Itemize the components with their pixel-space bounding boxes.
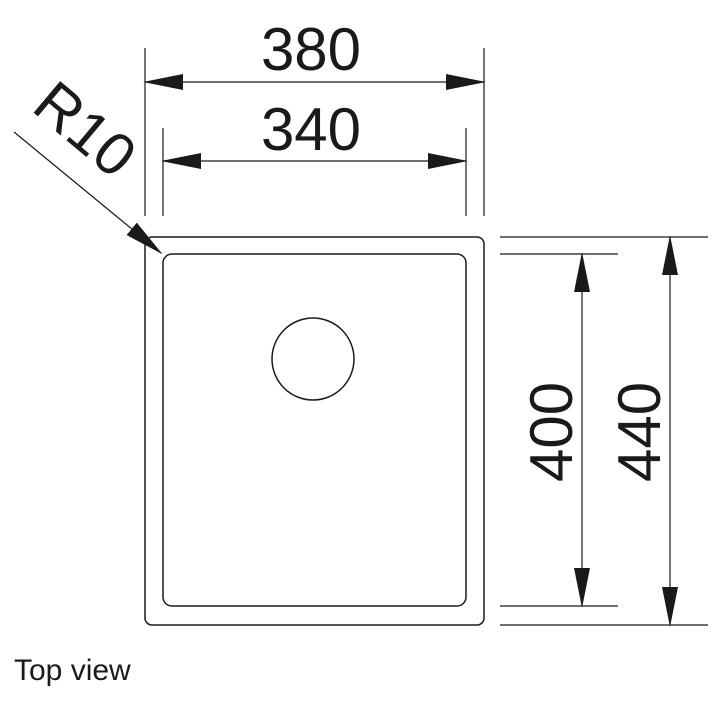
dimension-label-380: 380 bbox=[261, 16, 361, 83]
view-caption: Top view bbox=[14, 654, 131, 687]
drain-hole bbox=[271, 317, 355, 401]
dimension-label-440: 440 bbox=[606, 382, 673, 482]
sink-inner-bowl bbox=[162, 253, 467, 607]
dimension-label-r10: R10 bbox=[21, 68, 148, 190]
radius-leader-line bbox=[13, 131, 163, 255]
sink-outer-rim bbox=[144, 236, 485, 626]
dimension-label-340: 340 bbox=[261, 96, 361, 163]
dimension-label-400: 400 bbox=[518, 382, 585, 482]
